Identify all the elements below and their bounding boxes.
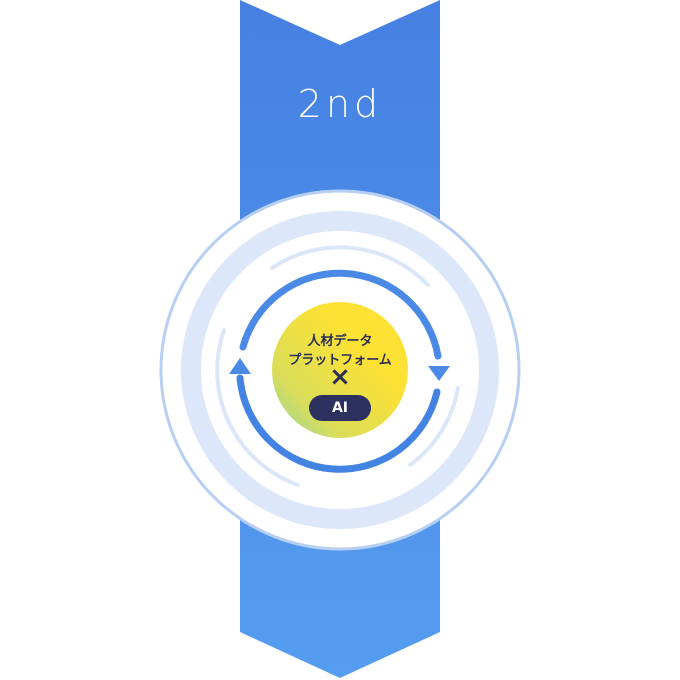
center-text-line2: プラットフォーム xyxy=(288,353,392,368)
times-symbol: × xyxy=(329,362,351,392)
cycle-arrow-top xyxy=(239,269,442,360)
ring-band xyxy=(181,211,499,529)
cycle-arrows xyxy=(236,269,442,473)
ai-badge: AI xyxy=(309,395,371,421)
center-text-line1: 人材データ xyxy=(307,334,373,349)
center-circle xyxy=(272,302,408,438)
step-label: 2nd xyxy=(297,82,383,126)
thin-arcs xyxy=(215,245,460,487)
cycle-arrow-bottom xyxy=(236,374,441,473)
arrowhead-up-icon xyxy=(229,358,251,374)
arrowhead-down-icon xyxy=(428,366,450,381)
